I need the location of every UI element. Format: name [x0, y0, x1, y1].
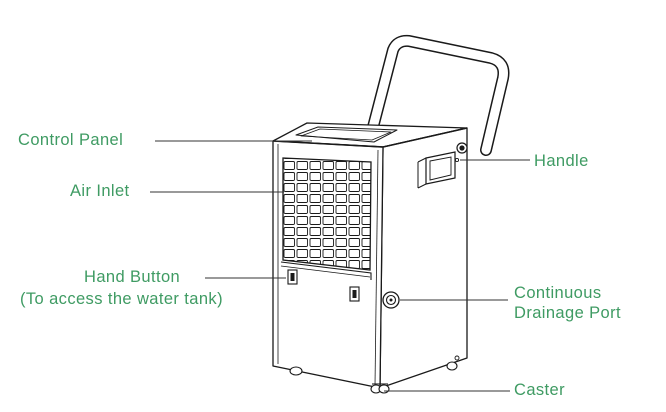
- side-grip-graphic: [417, 142, 468, 189]
- caster-graphic: [289, 361, 458, 394]
- label-hand-button: Hand Button: [84, 268, 181, 286]
- water-tank-door-graphic: [280, 261, 372, 302]
- drainage-port-graphic: [382, 291, 400, 309]
- label-control-panel: Control Panel: [18, 131, 124, 149]
- handle-graphic: [366, 34, 510, 156]
- label-caster: Caster: [514, 381, 565, 399]
- label-drainage-port-line2: Drainage Port: [514, 304, 622, 322]
- label-drainage-port-line1: Continuous: [514, 284, 602, 302]
- side-rivets-graphic: [454, 157, 460, 361]
- label-handle: Handle: [534, 152, 589, 170]
- label-air-inlet: Air Inlet: [70, 182, 130, 200]
- label-hand-button-note: (To access the water tank): [20, 290, 223, 308]
- air-inlet-graphic: [282, 157, 372, 271]
- leader-lines: [150, 140, 530, 392]
